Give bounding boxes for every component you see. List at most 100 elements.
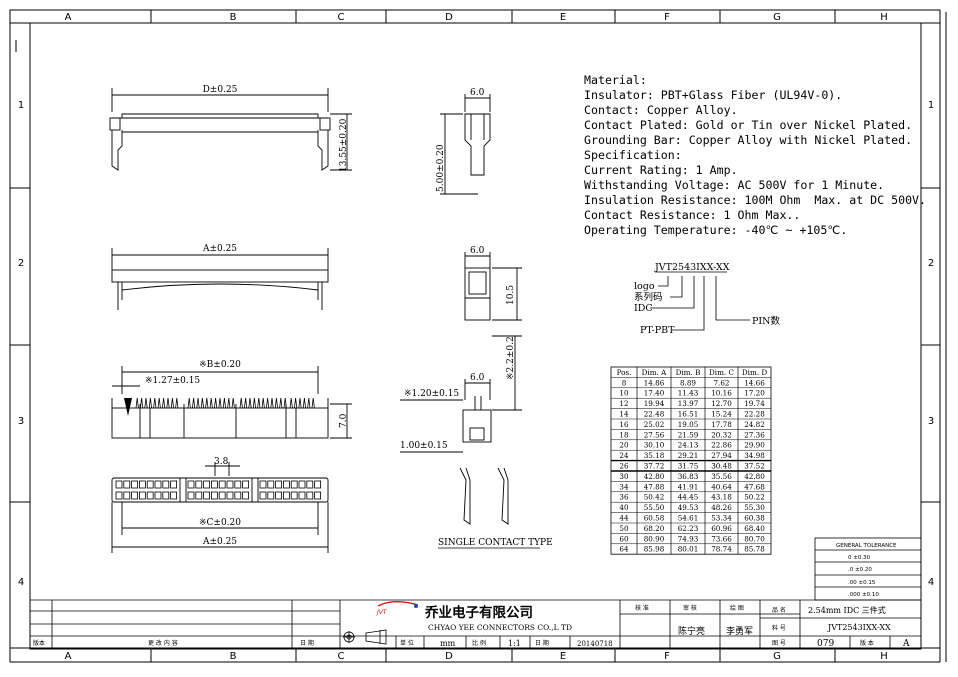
- date2-label: 日 期: [535, 639, 549, 647]
- approve-label: 核 准: [635, 604, 649, 612]
- table-cell: 20: [619, 441, 629, 450]
- table-cell: 19.74: [744, 399, 765, 408]
- spec-line: Specification:: [584, 148, 682, 162]
- table-cell: 31.75: [678, 462, 699, 471]
- dim-top-h: 13.55±0.20: [339, 118, 349, 172]
- table-cell: 44: [619, 514, 629, 523]
- ver-label: 版 本: [860, 639, 874, 647]
- scale-value: 1:1: [508, 639, 521, 648]
- table-cell: 19.05: [678, 420, 699, 429]
- table-header-cell: Dim. B: [676, 368, 701, 377]
- col-label: E: [560, 651, 566, 662]
- comb-teeth: [135, 397, 315, 409]
- col-label: C: [338, 651, 345, 662]
- table-cell: 24: [619, 451, 629, 460]
- projection-symbol: [343, 629, 387, 645]
- spec-line: Withstanding Voltage: AC 500V for 1 Minu…: [584, 178, 885, 192]
- table-cell: 22.86: [711, 441, 732, 450]
- code-pt: PT-PBT: [640, 325, 675, 336]
- table-cell: 48.26: [711, 503, 732, 512]
- dim-h500: 5.00±0.20: [436, 144, 446, 192]
- table-cell: 42.80: [744, 472, 765, 481]
- code-series: 系列码: [634, 291, 663, 303]
- table-cell: 27.94: [711, 451, 732, 460]
- table-cell: 10.16: [711, 389, 732, 398]
- code-pin: PIN数: [752, 315, 780, 327]
- table-cell: 11.43: [678, 389, 699, 398]
- table-cell: 68.20: [644, 524, 665, 533]
- table-cell: 24.82: [744, 420, 765, 429]
- contact-holes: [115, 480, 322, 500]
- material-spec-block: Material:Insulator: PBT+Glass Fiber (UL9…: [584, 73, 926, 238]
- table-cell: 16: [619, 420, 629, 429]
- product-name: 2.54mm IDC 三件式: [808, 605, 886, 615]
- version-value: A: [902, 639, 910, 649]
- company-name-cn: 乔业电子有限公司: [424, 604, 533, 621]
- table-cell: 29.21: [678, 451, 699, 460]
- table-cell: 64: [619, 545, 629, 554]
- dim-38: 3.8: [214, 457, 229, 467]
- table-cell: 43.18: [711, 493, 732, 502]
- logo-text: JVT: [376, 609, 388, 616]
- dim-top-d: D±0.25: [203, 85, 238, 95]
- row-label: 3: [928, 416, 934, 427]
- table-cell: 49.53: [678, 503, 699, 512]
- table-header-cell: Pos.: [617, 368, 632, 377]
- table-cell: 26: [619, 462, 629, 471]
- company-name-en: CHYAO YEE CONNECTORS CO.,L TD: [428, 623, 572, 632]
- spec-line: Insulation Resistance: 100M Ohm Max. at …: [584, 193, 927, 207]
- table-cell: 50: [619, 524, 629, 533]
- table-cell: 25.02: [644, 420, 665, 429]
- tolerance-row: .0 ±0.20: [848, 567, 872, 573]
- dim-front-a: A±0.25: [202, 244, 237, 254]
- table-cell: 35.18: [644, 451, 665, 460]
- table-cell: 50.42: [644, 493, 665, 502]
- table-cell: 22.28: [744, 410, 765, 419]
- table-cell: 47.68: [744, 482, 765, 491]
- spec-line: Insulator: PBT+Glass Fiber (UL94V-0).: [584, 88, 843, 102]
- table-cell: 50.22: [744, 493, 765, 502]
- table-cell: 60.58: [644, 514, 665, 523]
- spec-line: Contact Resistance: 1 Ohm Max..: [584, 208, 801, 222]
- date-label: 日 期: [300, 639, 314, 647]
- table-cell: 15.24: [711, 410, 732, 419]
- table-cell: 40.64: [711, 482, 732, 491]
- col-label: B: [230, 651, 237, 662]
- col-label: A: [65, 651, 72, 662]
- table-cell: 12.70: [711, 399, 732, 408]
- table-cell: 14.66: [744, 378, 765, 387]
- table-cell: 24.13: [678, 441, 699, 450]
- dim-a-bottom: A±0.25: [202, 537, 237, 547]
- company-logo: JVT: [376, 601, 419, 616]
- scale-label: 比 例: [472, 639, 486, 647]
- name-label: 品 名: [772, 606, 786, 614]
- code-idc: IDC: [634, 303, 653, 314]
- table-cell: 85.98: [644, 545, 665, 554]
- table-cell: 42.80: [644, 472, 665, 481]
- table-cell: 60.38: [744, 514, 765, 523]
- table-cell: 7.62: [713, 378, 729, 387]
- draw-label: 绘 图: [730, 604, 744, 612]
- dim-c: ※C±0.20: [199, 518, 241, 528]
- table-cell: 8.89: [680, 378, 696, 387]
- table-header-cell: Dim. C: [709, 368, 734, 377]
- dim-w6b: 6.0: [470, 246, 485, 256]
- spec-line: Operating Temperature: -40℃ ~ +105℃.: [584, 223, 848, 237]
- check-label: 审 核: [683, 604, 697, 612]
- tolerance-row: .00 ±0.15: [848, 580, 876, 586]
- table-cell: 19.94: [644, 399, 665, 408]
- row-label: 4: [928, 577, 934, 588]
- drawno-label: 图 号: [772, 640, 786, 647]
- row-label: 1: [18, 100, 24, 111]
- rev-label: 版本: [33, 639, 45, 647]
- dim-b: ※B±0.20: [199, 360, 241, 370]
- spec-line: Contact Plated: Gold or Tin over Nickel …: [584, 118, 913, 132]
- date-value: 20140718: [577, 640, 613, 648]
- tolerance-row: .000 ±0.10: [848, 592, 879, 598]
- table-cell: 8: [622, 378, 627, 387]
